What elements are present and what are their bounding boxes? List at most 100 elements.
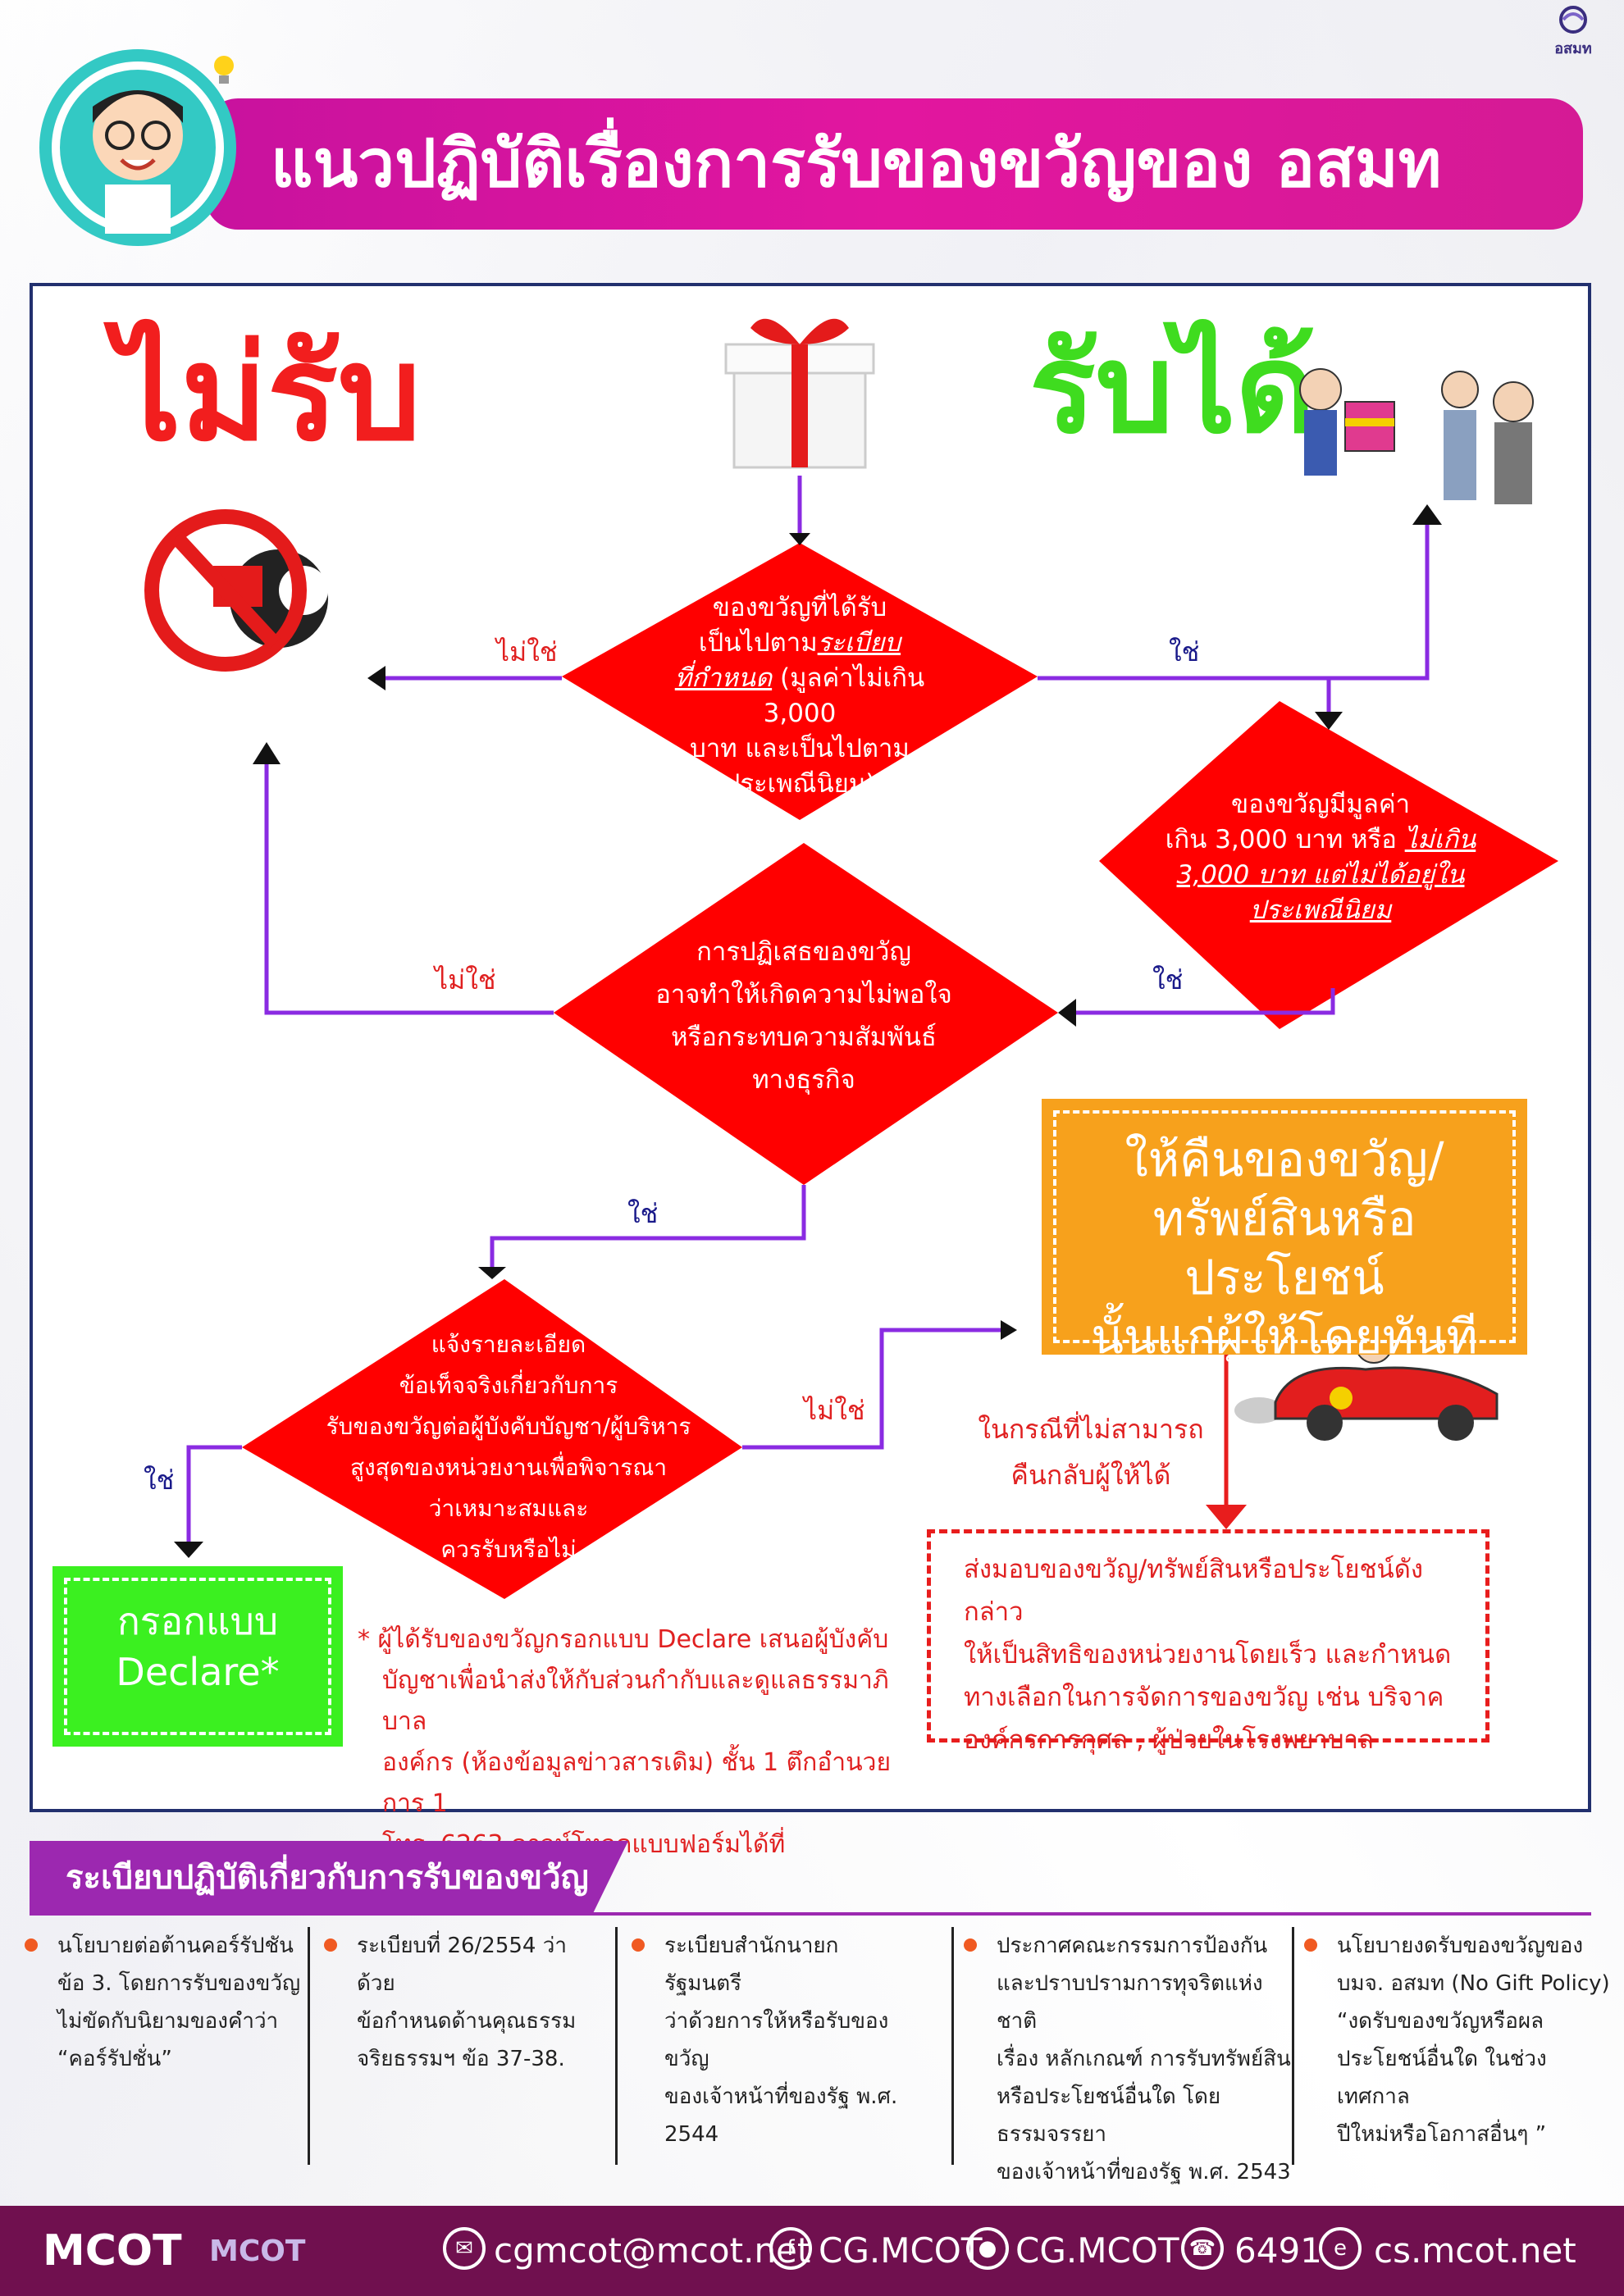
d2-line4-text: ประเพณีนิยม bbox=[1249, 895, 1392, 925]
bullet-icon bbox=[324, 1938, 337, 1952]
d1-line2a: เป็นไปตาม bbox=[698, 628, 818, 658]
d3-line4: ทางธุรกิจ bbox=[752, 1065, 855, 1095]
handover-line4: องค์กรการกุศล , ผู้ป่วยในโรงพยาบาล bbox=[964, 1725, 1375, 1755]
d3-line3: หรือกระทบความสัมพันธ์ bbox=[671, 1023, 937, 1052]
handover-line3: ทางเลือกในการจัดการของขวัญ เช่น บริจาค bbox=[964, 1683, 1444, 1712]
declare-line1: กรอกแบบ bbox=[116, 1599, 279, 1643]
title-bar bbox=[205, 98, 1583, 230]
cannot-return-note: ในกรณีที่ไม่สามารถ คืนกลับผู้ให้ได้ bbox=[968, 1406, 1214, 1498]
d1-line2b: ระเบียบ bbox=[817, 628, 901, 658]
d1-line3a: ที่กำหนด bbox=[674, 663, 773, 693]
mascot-avatar bbox=[39, 49, 236, 246]
brand-swirl-icon bbox=[1559, 6, 1587, 34]
no-gift-icon bbox=[131, 492, 377, 689]
reg1-l1: นโยบายต่อต้านคอร์รัปชัน bbox=[57, 1934, 294, 1958]
regulation-item-2: ระเบียบที่ 26/2554 ว่าด้วย ข้อกำหนดด้านค… bbox=[324, 1927, 603, 2078]
return-line1: ให้คืนของขวัญ/ bbox=[1124, 1132, 1444, 1187]
mascot-icon bbox=[52, 61, 224, 234]
reg1-l2: ข้อ 3. โดยการรับของขวัญ bbox=[57, 1971, 301, 1996]
edge-d3-no: ไม่ใช่ bbox=[435, 964, 496, 995]
d3-line2: อาจทำให้เกิดความไม่พอใจ bbox=[655, 980, 952, 1009]
regulation-item-3: ระเบียบสำนักนายกรัฐมนตรี ว่าด้วยการให้หร… bbox=[632, 1927, 910, 2153]
reg3-l4: 2544 bbox=[664, 2122, 719, 2147]
column-divider bbox=[615, 1927, 618, 2165]
reg4-l1: ประกาศคณะกรรมการป้องกัน bbox=[997, 1934, 1268, 1958]
bullet-icon bbox=[25, 1938, 38, 1952]
bullet-icon bbox=[1304, 1938, 1317, 1952]
declare-line2: Declare* bbox=[116, 1650, 280, 1694]
reg4-l4: หรือประโยชน์อื่นใด โดยธรรมจรรยา bbox=[997, 2084, 1221, 2147]
d1-line2: เป็นไปตามระเบียบ bbox=[644, 626, 956, 661]
d1-line3b: (มูลค่าไม่เกิน 3,000 bbox=[763, 663, 925, 728]
reg3-l1: ระเบียบสำนักนายกรัฐมนตรี bbox=[664, 1934, 839, 1996]
edge-d3-yes: ใช่ bbox=[627, 1198, 659, 1229]
diamond-d3 bbox=[554, 843, 1058, 1185]
diamond-d2-text: ของขวัญมีมูลค่า เกิน 3,000 บาท หรือ ไม่เ… bbox=[1148, 787, 1493, 928]
footer-email[interactable]: cgmcot@mcot.net bbox=[494, 2230, 811, 2271]
giving-gift-people-icon bbox=[1280, 353, 1558, 517]
reg2-l3: จริยธรรมฯ ข้อ 37-38. bbox=[357, 2047, 565, 2071]
reg4-l2: และปราบปรามการทุจริตแห่งชาติ bbox=[997, 1971, 1263, 2034]
d1-line1: ของขวัญที่ได้รับ bbox=[712, 593, 887, 622]
diamond-d4 bbox=[242, 1279, 742, 1599]
footer-phone[interactable]: 6491 bbox=[1234, 2230, 1322, 2271]
d2-line2a: เกิน 3,000 บาท หรือ bbox=[1165, 825, 1405, 854]
case-line2: คืนกลับผู้ให้ได้ bbox=[1010, 1460, 1171, 1491]
regulations-tab bbox=[30, 1841, 628, 1915]
edge-d1-yes: ใช่ bbox=[1169, 636, 1200, 667]
bullet-icon bbox=[964, 1938, 977, 1952]
footnote-line3: องค์กร (ห้องข้อมูลข่าวสารเดิม) ชั้น 1 ตึ… bbox=[382, 1748, 892, 1818]
line-chat-icon: ● bbox=[966, 2227, 1009, 2270]
regulation-item-4: ประกาศคณะกรรมการป้องกัน และปราบปรามการทุ… bbox=[964, 1927, 1292, 2191]
reg3-l2: ว่าด้วยการให้หรือรับของขวัญ bbox=[664, 2009, 889, 2071]
reg2-l1: ระเบียบที่ 26/2554 ว่าด้วย bbox=[357, 1934, 567, 1996]
regulation-item-5: นโยบายงดรับของขวัญของ บมจ. อสมท (No Gift… bbox=[1304, 1927, 1616, 2153]
accept-heading: รับได้ bbox=[1029, 318, 1316, 461]
footer-facebook[interactable]: CG.MCOT bbox=[819, 2230, 983, 2271]
reg5-l5: ปีใหม่หรือโอกาสอื่นๆ ” bbox=[1337, 2122, 1547, 2147]
d4-line6: ควรรับหรือไม่ bbox=[440, 1536, 577, 1563]
web-icon: e bbox=[1319, 2227, 1362, 2270]
footnote-line1: * ผู้ได้รับของขวัญกรอกแบบ Declare เสนอผู… bbox=[358, 1625, 889, 1654]
column-divider bbox=[308, 1927, 310, 2165]
phone-icon: ☎ bbox=[1181, 2227, 1224, 2270]
reg4-l3: เรื่อง หลักเกณฑ์ การรับทรัพย์สิน bbox=[997, 2047, 1291, 2071]
reg5-l2: บมจ. อสมท (No Gift Policy) bbox=[1337, 1971, 1610, 1996]
gift-box-icon bbox=[718, 295, 882, 476]
reg3-l3: ของเจ้าหน้าที่ของรัฐ พ.ศ. bbox=[664, 2084, 898, 2109]
d2-line2: เกิน 3,000 บาท หรือ ไม่เกิน bbox=[1148, 822, 1493, 858]
brand-logo: อสมท bbox=[1532, 5, 1614, 57]
case-line1: ในกรณีที่ไม่สามารถ bbox=[978, 1414, 1204, 1445]
edge-d4-yes: ใช่ bbox=[144, 1465, 175, 1496]
d4-line1: แจ้งรายละเอียด bbox=[431, 1331, 586, 1358]
d1-line3: ที่กำหนด (มูลค่าไม่เกิน 3,000 bbox=[644, 661, 956, 731]
return-line2: ทรัพย์สินหรือประโยชน์ bbox=[1152, 1191, 1416, 1305]
return-gift-box: ให้คืนของขวัญ/ ทรัพย์สินหรือประโยชน์ นั้… bbox=[1042, 1099, 1527, 1364]
column-divider bbox=[1292, 1927, 1294, 2165]
return-gift-text: ให้คืนของขวัญ/ ทรัพย์สินหรือประโยชน์ นั้… bbox=[1053, 1110, 1516, 1364]
lightbulb-icon bbox=[209, 51, 239, 92]
d2-line4: ประเพณีนิยม bbox=[1148, 893, 1493, 928]
diamond-d3-text: การปฏิเสธของขวัญ อาจทำให้เกิดความไม่พอใจ… bbox=[636, 931, 972, 1101]
footer-line[interactable]: CG.MCOT bbox=[1015, 2230, 1179, 2271]
email-icon: ✉ bbox=[443, 2227, 486, 2270]
reg4-l5: ของเจ้าหน้าที่ของรัฐ พ.ศ. 2543 bbox=[997, 2160, 1291, 2184]
d3-line1: การปฏิเสธของขวัญ bbox=[696, 937, 911, 967]
diamond-d2 bbox=[1099, 701, 1558, 1029]
handover-line2: ให้เป็นสิทธิของหน่วยงานโดยเร็ว และกำหนด bbox=[964, 1640, 1452, 1670]
reg2-l2: ข้อกำหนดด้านคุณธรรม bbox=[357, 2009, 577, 2034]
edge-d1-no: ไม่ใช่ bbox=[496, 636, 558, 667]
bullet-icon bbox=[632, 1938, 645, 1952]
page-title: แนวปฏิบัติเรื่องการรับของขวัญของ อสมท bbox=[271, 125, 1442, 202]
d1-line4: บาท และเป็นไปตาม bbox=[690, 734, 910, 763]
footer-web[interactable]: cs.mcot.net bbox=[1374, 2230, 1576, 2271]
d2-line3-text: 3,000 บาท แต่ไม่ได้อยู่ใน bbox=[1176, 860, 1465, 890]
d4-line5: ว่าเหมาะสมและ bbox=[428, 1495, 589, 1522]
footnote-line2: บัญชาเพื่อนำส่งให้กับส่วนกำกับและดูแลธรร… bbox=[382, 1666, 889, 1736]
reg1-l4: “คอร์รัปชั่น” bbox=[57, 2047, 172, 2071]
regulations-heading: ระเบียบปฏิบัติเกี่ยวกับการรับของขวัญ bbox=[66, 1859, 589, 1897]
d2-line1: ของขวัญมีมูลค่า bbox=[1231, 790, 1410, 819]
d4-line4: สูงสุดของหน่วยงานเพื่อพิจารณา bbox=[349, 1454, 668, 1481]
edge-d2-yes: ใช่ bbox=[1152, 964, 1184, 995]
